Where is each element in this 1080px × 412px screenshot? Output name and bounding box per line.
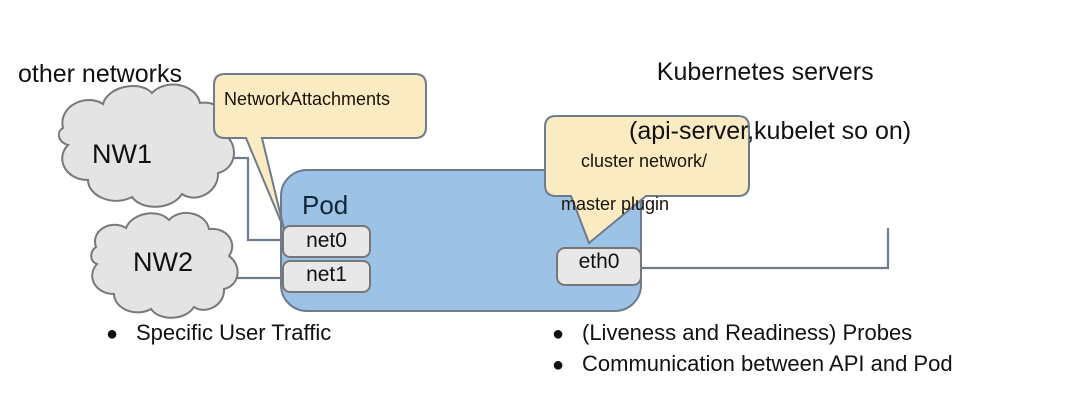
bullet-text: (Liveness and Readiness) Probes bbox=[582, 320, 913, 345]
bullet-text: Communication between API and Pod bbox=[582, 351, 953, 376]
callout-cluster-line-2: master plugin bbox=[561, 193, 670, 214]
callout-label-network-attachments: NetworkAttachments bbox=[224, 89, 391, 109]
cloud-nw2 bbox=[90, 211, 239, 319]
cloud-label-nw2: NW2 bbox=[133, 247, 193, 277]
list-item: ● (Liveness and Readiness) Probes bbox=[552, 320, 953, 346]
k8s-line-1: Kubernetes servers bbox=[656, 57, 874, 86]
interface-label-net1: net1 bbox=[306, 263, 347, 286]
label-other-networks: other networks bbox=[18, 60, 182, 88]
bullet-text: Specific User Traffic bbox=[136, 320, 332, 345]
callout-network-attachments bbox=[213, 73, 427, 230]
connector-eth0-to-apiserver bbox=[641, 228, 890, 270]
interface-box-eth0[interactable] bbox=[556, 247, 642, 286]
interface-label-net0: net0 bbox=[306, 229, 347, 252]
bullet-dot-icon: ● bbox=[552, 354, 565, 376]
interface-box-net0[interactable] bbox=[282, 225, 371, 258]
bullet-list-right: ● (Liveness and Readiness) Probes ● Comm… bbox=[552, 320, 953, 382]
list-item: ● Specific User Traffic bbox=[106, 320, 331, 346]
pod-label: Pod bbox=[302, 190, 349, 220]
interface-label-eth0: eth0 bbox=[578, 250, 620, 273]
k8s-line-2: (api-server,kubelet so on) bbox=[629, 116, 912, 145]
callout-cluster-line-1: cluster network/ bbox=[581, 151, 708, 172]
bullet-dot-icon: ● bbox=[106, 323, 119, 345]
interface-box-net1[interactable] bbox=[282, 260, 371, 293]
interface-boxes bbox=[282, 225, 642, 293]
bullet-dot-icon: ● bbox=[552, 323, 565, 345]
list-item: ● Communication between API and Pod bbox=[552, 351, 953, 377]
cloud-nw1 bbox=[57, 83, 235, 208]
callout-label-cluster-network: cluster network/ master plugin bbox=[561, 130, 743, 257]
callout-cluster-network bbox=[544, 115, 750, 245]
bullet-list-left: ● Specific User Traffic bbox=[106, 320, 331, 351]
cloud-label-nw1: NW1 bbox=[92, 139, 152, 169]
label-kubernetes-servers: Kubernetes servers (api-server,kubelet s… bbox=[629, 28, 911, 205]
